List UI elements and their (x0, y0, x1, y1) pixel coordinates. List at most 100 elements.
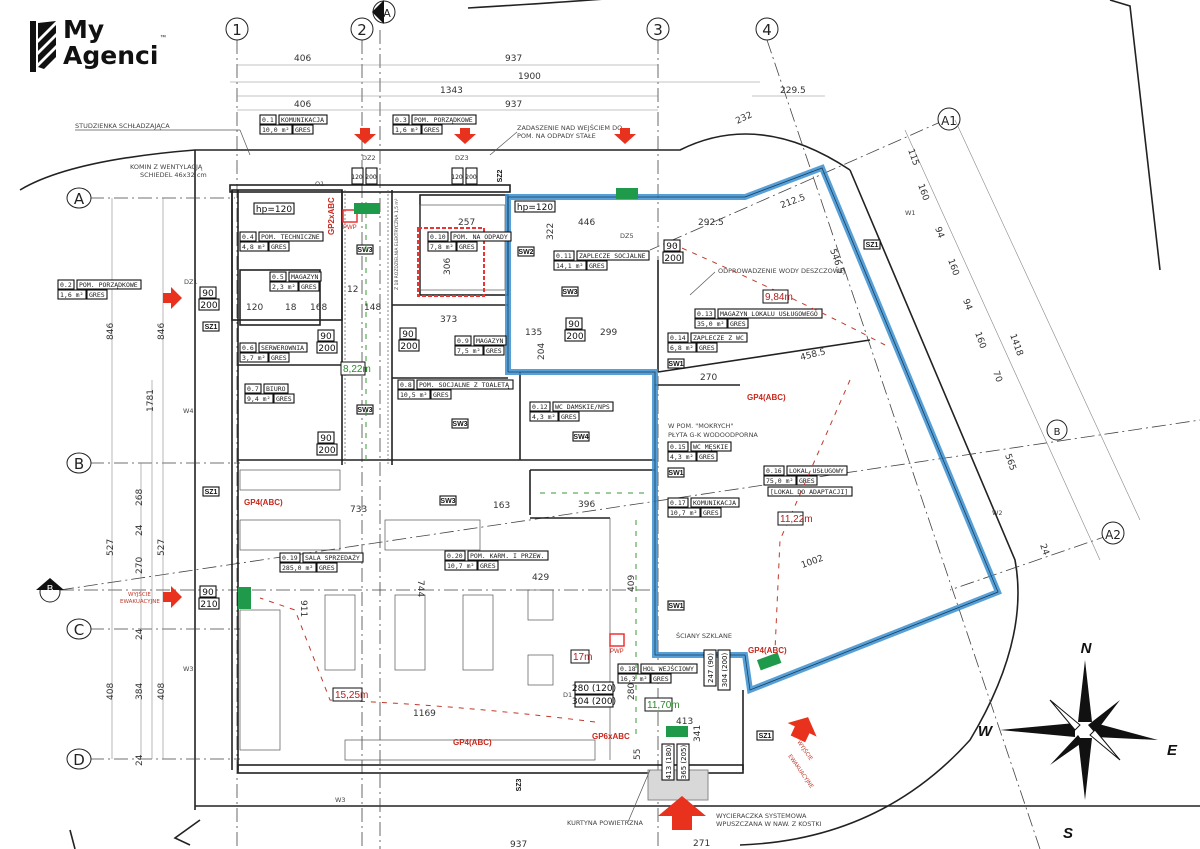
room-name-box (416, 379, 514, 390)
svg-text:hp=120: hp=120 (256, 205, 292, 215)
room-number-box (57, 279, 75, 290)
room-area-box (57, 289, 87, 300)
svg-text:B: B (1054, 427, 1061, 438)
room-floor: GRES (424, 126, 440, 134)
room-area: 1,6 m² (395, 126, 418, 134)
room-area-box (244, 393, 274, 404)
svg-text:hp=120: hp=120 (517, 203, 553, 213)
svg-text:232: 232 (734, 110, 754, 126)
svg-text:W4: W4 (183, 407, 194, 415)
exit-signs (238, 188, 782, 737)
room-floor: GRES (589, 262, 605, 270)
room-number-box (694, 308, 716, 319)
room-floor-box (796, 475, 818, 486)
svg-text:WPUSZCZANA W NAW. Z KOSTKI: WPUSZCZANA W NAW. Z KOSTKI (716, 820, 822, 828)
room-area: 4,3 m² (532, 413, 555, 421)
svg-text:406: 406 (294, 100, 311, 110)
svg-text:200: 200 (318, 446, 335, 456)
svg-text:247 (90): 247 (90) (707, 653, 715, 683)
room-name: SALA SPRZEDAŻY (305, 553, 360, 562)
svg-text:90: 90 (568, 320, 580, 330)
room-name: POM. SOCJALNE Z TOALETĄ (419, 381, 509, 389)
room-floor-box (298, 281, 320, 292)
room-name: POM. KARM. I PRZEW. (470, 552, 544, 560)
grid-lines (59, 30, 1200, 849)
room-area: 285,0 m² (282, 564, 313, 572)
svg-text:120: 120 (246, 303, 263, 313)
room-area: 6,8 m² (670, 344, 693, 352)
room-name: POM. NA ODPADY (453, 233, 508, 241)
svg-text:17m: 17m (573, 652, 592, 663)
room-area-box (763, 475, 797, 486)
svg-text:200: 200 (365, 174, 377, 181)
room-area: 10,7 m² (447, 562, 474, 570)
room-floor: GRES (295, 126, 311, 134)
svg-text:15,25m: 15,25m (335, 690, 368, 701)
room-floor-box (696, 451, 718, 462)
room-area-box (239, 241, 269, 252)
room-name-box (258, 231, 324, 242)
svg-text:937: 937 (510, 840, 527, 849)
grid-bubble-c: C (66, 618, 92, 640)
svg-text:322: 322 (546, 223, 556, 240)
svg-text:SZ3: SZ3 (516, 778, 523, 791)
grid-bubble-b: B (66, 452, 92, 474)
svg-text:90: 90 (202, 588, 214, 598)
room-floor-box (273, 393, 295, 404)
room-number-box (392, 114, 410, 125)
svg-text:D: D (73, 751, 85, 769)
room-area: 14,1 m² (556, 262, 583, 270)
svg-text:A2: A2 (1105, 528, 1121, 542)
svg-text:ODPROWADZENIE WODY DESZCZOWEJ: ODPROWADZENIE WODY DESZCZOWEJ (718, 267, 845, 275)
room-name-box (258, 342, 308, 353)
svg-text:565: 565 (1002, 453, 1017, 473)
room-area: 4,3 m² (670, 453, 693, 461)
room-name: MAGAZYN (291, 273, 318, 281)
svg-text:S: S (1063, 825, 1073, 842)
svg-text:SW3: SW3 (357, 407, 372, 414)
svg-text:4: 4 (762, 21, 772, 39)
room-floor-box (700, 507, 722, 518)
room-floor-box (696, 342, 718, 353)
svg-text:GP6xABC: GP6xABC (592, 732, 630, 741)
svg-text:W3: W3 (335, 796, 346, 804)
room-area: 4,8 m² (242, 243, 265, 251)
room-floor: GRES (271, 354, 287, 362)
room-area: 7,8 m² (430, 243, 453, 251)
svg-text:257: 257 (458, 218, 475, 228)
fire-equipment: GP2xABC GP4(ABC) GP4(ABC) GP4(ABC) GP4(A… (244, 197, 787, 747)
svg-text:527: 527 (157, 539, 167, 556)
dimensions-interior: 12 148 120 18 168 373 257 306 446 322 13… (246, 193, 827, 849)
logo-text-line2: Agenci (63, 41, 159, 70)
svg-text:SW3: SW3 (357, 247, 372, 254)
svg-text:1418: 1418 (1007, 333, 1024, 358)
room-area-box (667, 507, 701, 518)
room-name-box (576, 250, 650, 261)
room-number: 0.11 (556, 252, 572, 260)
hydrant-box-2 (609, 633, 625, 647)
svg-text:135: 135 (525, 328, 542, 338)
room-number: 0.18 (620, 665, 636, 673)
room-number: 0.12 (532, 403, 548, 411)
svg-text:160: 160 (972, 331, 987, 351)
arrow-up-icon (658, 796, 706, 830)
svg-text:408: 408 (157, 683, 167, 700)
svg-text:163: 163 (493, 501, 510, 511)
room-name: MAGAZYN LOKALU USŁUGOWEGO (720, 310, 818, 318)
room-floor: GRES (319, 564, 335, 572)
room-name: BIURO (266, 385, 286, 393)
svg-text:212.5: 212.5 (779, 193, 807, 211)
svg-text:24: 24 (135, 524, 145, 536)
room-number-box (667, 332, 689, 343)
dimensions-left: 846 846 1781 268 24 527 527 270 24 408 3… (106, 198, 167, 766)
room-floor-box (483, 345, 505, 356)
room-name: ZAPLECZE Z WC (693, 334, 744, 342)
